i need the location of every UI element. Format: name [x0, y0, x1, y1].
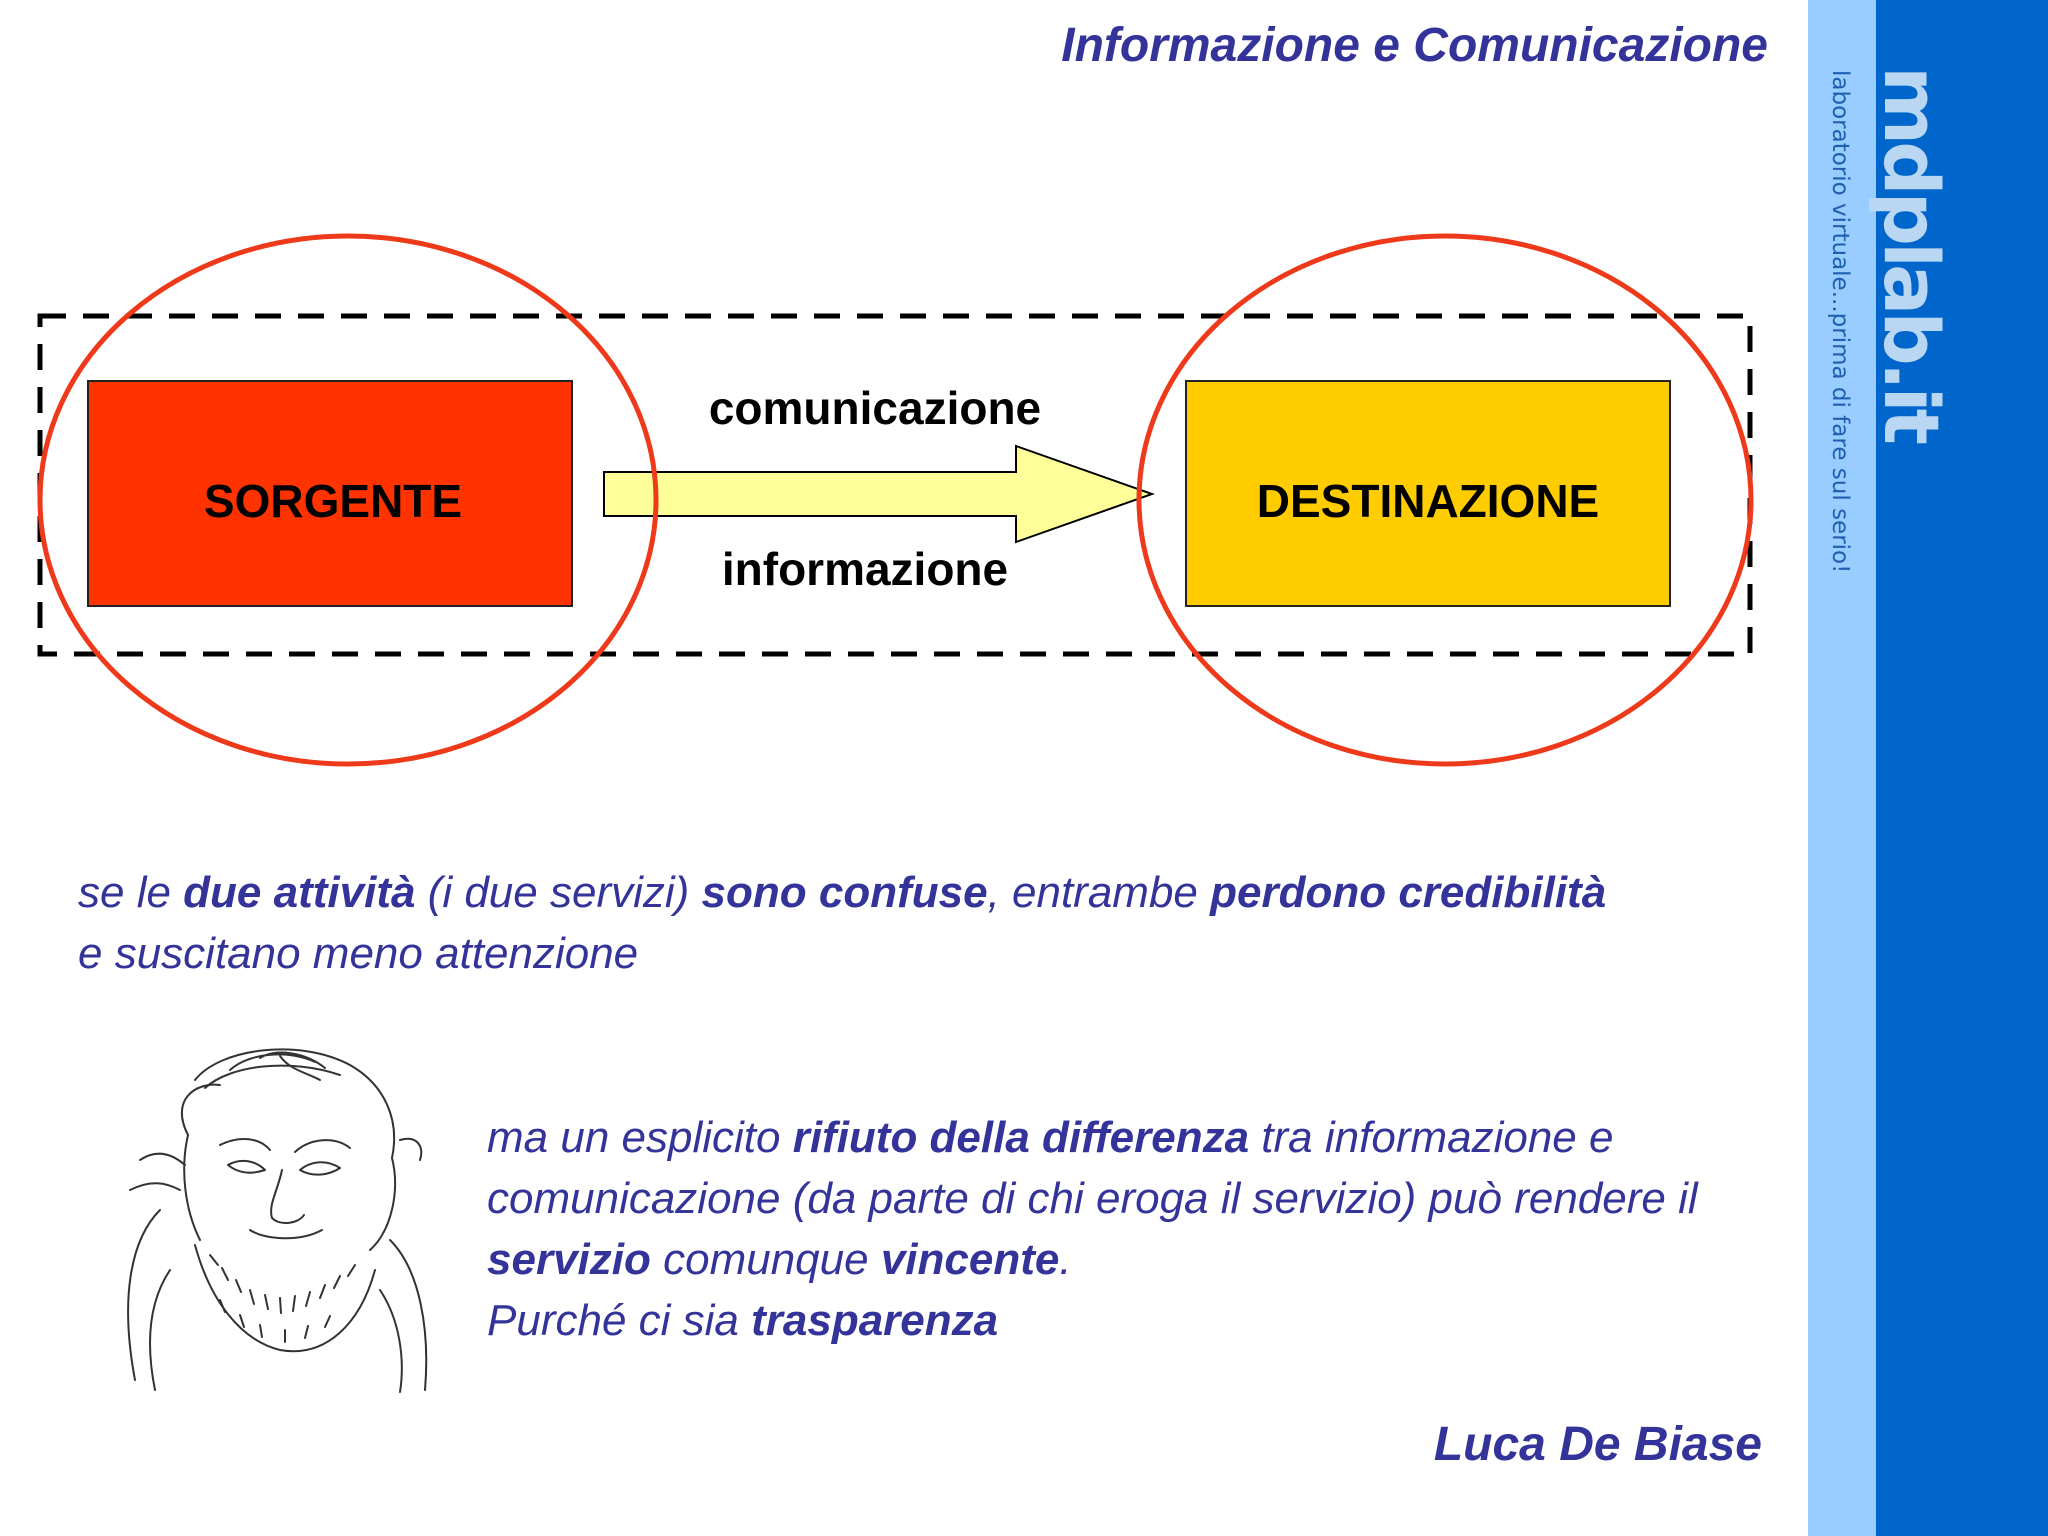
source-destination-diagram: SORGENTE DESTINAZIONE comunicazione info… [37, 233, 1754, 767]
source-box [87, 380, 573, 607]
emphasis-run: sono confuse [701, 868, 988, 917]
slide-title: Informazione e Comunicazione [1061, 19, 1768, 72]
text-run: , entrambe [987, 868, 1211, 917]
source-label: SORGENTE [204, 475, 462, 527]
text-run: e suscitano meno attenzione [78, 929, 639, 978]
text-run: se le [78, 868, 184, 917]
emphasis-run: trasparenza [751, 1296, 999, 1345]
text-run: tra informazione e comunicazione (da par… [487, 1113, 1698, 1223]
author-signature: Luca De Biase [1433, 1418, 1762, 1471]
text-run: comunque [650, 1235, 881, 1284]
arrow-label-information: informazione [722, 543, 1008, 595]
destination-label: DESTINAZIONE [1257, 475, 1599, 527]
destination-highlight-ellipse [1136, 233, 1754, 767]
text-run: (i due servizi) [415, 868, 702, 917]
paragraph-confusion: se le due attività (i due servizi) sono … [78, 862, 1638, 984]
emphasis-run: rifiuto della differenza [792, 1113, 1250, 1162]
caricature-sketch-icon [127, 1048, 428, 1393]
arrow [603, 444, 1156, 544]
brand-strip-dark [1876, 0, 2048, 1536]
emphasis-run: vincente [880, 1235, 1060, 1284]
text-run: ma un esplicito [487, 1113, 793, 1162]
emphasis-run: perdono credibilità [1210, 868, 1607, 917]
destination-box [1185, 380, 1671, 607]
brand-tagline: laboratorio virtuale...prima di fare sul… [1827, 70, 1853, 574]
emphasis-run: due attività [183, 868, 416, 917]
arrow-label-communication: comunicazione [709, 382, 1041, 434]
paragraph-transparency: ma un esplicito rifiuto della differenza… [487, 1107, 1807, 1351]
brand-logo: mdplab.it [1867, 66, 1956, 441]
text-run: Purché ci sia [487, 1296, 752, 1345]
emphasis-run: servizio [487, 1235, 651, 1284]
text-run: . [1059, 1235, 1072, 1284]
source-highlight-ellipse [37, 233, 659, 767]
brand-strip-light [1808, 0, 1876, 1536]
